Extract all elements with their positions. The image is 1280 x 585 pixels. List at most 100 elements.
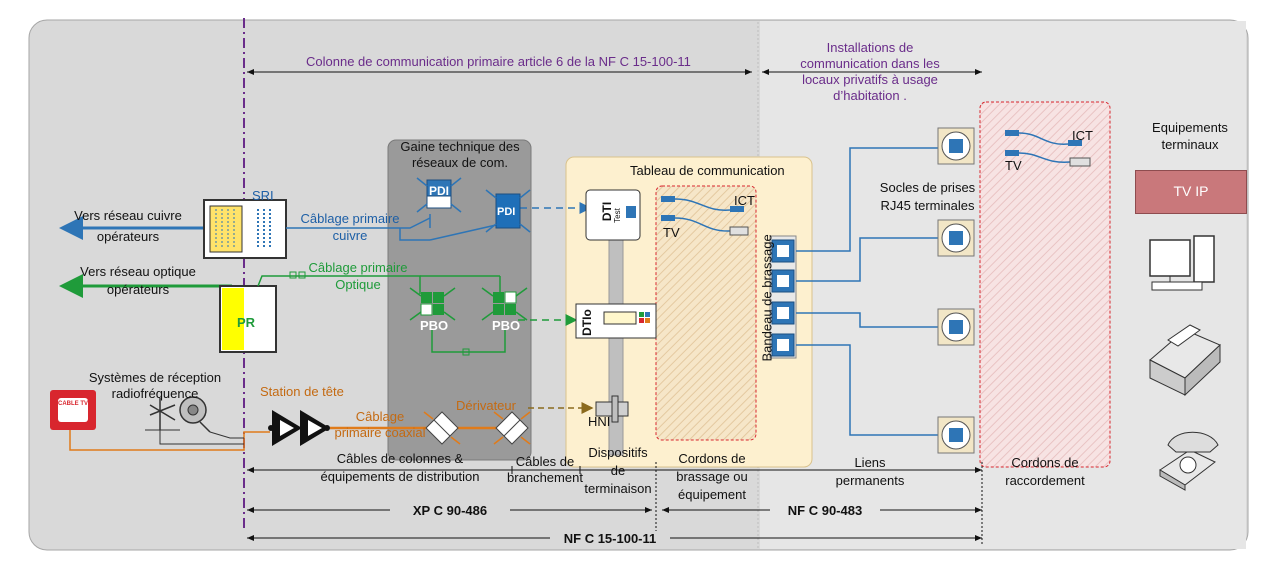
systemes-label-1: Systèmes de réception (88, 370, 222, 385)
tableau-label: Tableau de communication (630, 163, 785, 178)
rj45-socket-1 (937, 127, 975, 165)
patch-ports (771, 239, 795, 357)
antenna-icon (145, 398, 180, 431)
cordons-brassage-label-2: brassage ou (676, 469, 748, 484)
sri-blue-grid (257, 209, 271, 249)
vers-cuivre-label-1: Vers réseau cuivre (74, 208, 182, 223)
raccordement-zone (979, 101, 1111, 468)
printer-icon (1149, 324, 1221, 397)
pbo-arrows (409, 287, 528, 321)
cablage-optique-label-2: Optique (335, 277, 381, 292)
dti-box (585, 189, 641, 241)
equipements-label-2: terminaux (1161, 137, 1219, 152)
pbo-block-2 (493, 291, 517, 315)
rj45-socket-3 (937, 308, 975, 346)
cordons-brassage-label-1: Cordons de (678, 451, 746, 466)
installations-label-4: d’habitation . (833, 88, 907, 103)
pdi-label-2: PDI (497, 206, 516, 218)
raccord-tv-cord (1005, 150, 1091, 167)
pr-label: PR (237, 315, 256, 330)
installations-label-2: communication dans les (800, 56, 940, 71)
hni-label: HNI (588, 414, 611, 429)
gaine-label-2: réseaux de com. (411, 155, 509, 170)
dtio-label: DTIo (579, 309, 594, 336)
pdi-block-1-base (426, 195, 452, 209)
colonne-label: Colonne de communication primaire articl… (306, 54, 691, 69)
installations-label-3: locaux privatifs à usage (802, 72, 938, 87)
liens-label-2: permanents (835, 473, 905, 488)
coaxial-label-2: primaire coaxial (334, 425, 426, 440)
pdi-block-2 (495, 193, 521, 229)
permanent-links (796, 147, 938, 436)
tv-label-raccord: TV (1005, 158, 1022, 173)
pr-yellow (222, 288, 244, 350)
dti-port (626, 206, 636, 218)
cordons-brassage-label-3: équipement (678, 487, 746, 502)
ict-cord (661, 196, 744, 212)
ict-label-raccord: ICT (1072, 128, 1093, 143)
amplifier-2-mark (308, 420, 322, 436)
telephone-icon (1159, 431, 1219, 491)
dtio-led-4 (645, 318, 650, 323)
cables-colonnes-label-2: équipements de distribution (320, 469, 480, 484)
dtio-led-1 (639, 312, 644, 317)
socles-label-1: Socles de prises (879, 180, 976, 195)
socles-label-2: RJ45 terminales (880, 198, 975, 213)
amp-in-node (268, 425, 274, 431)
derivateur-2-mark (503, 419, 521, 437)
sri-yellow-grid (215, 209, 235, 249)
vers-optique-label-2: opérateurs (106, 282, 170, 297)
dispositifs-label-3: terminaison (584, 481, 652, 496)
coaxial-label-1: Câblage (355, 409, 405, 424)
fiber-splice-2 (298, 271, 306, 279)
dtio-led-3 (639, 318, 644, 323)
fiber-splice-3 (462, 348, 470, 356)
nf-c-90-483-label: NF C 90-483 (770, 503, 880, 518)
rj45-socket-4 (937, 416, 975, 454)
gaine-label-1: Gaine technique des (400, 139, 520, 154)
liens-label-1: Liens (854, 455, 886, 470)
dti-test-label: Test (612, 208, 622, 223)
tv-ip-screen: TV IP (1135, 170, 1247, 214)
equipements-label-1: Equipements (1152, 120, 1228, 135)
pdi-label-1: PDI (429, 184, 450, 198)
dtio-slot (603, 311, 637, 325)
cables-branchement-label-2: branchement (507, 470, 583, 485)
amp-out-node (324, 425, 330, 431)
antenna-feed (159, 430, 244, 445)
fiber-cable (257, 275, 421, 294)
pdi-arrows (416, 177, 531, 233)
tv-label-tableau: TV (663, 225, 680, 240)
raccord-ict-cord (1005, 130, 1082, 146)
tv-cord (661, 215, 749, 236)
computer-icon (1149, 235, 1215, 291)
copper-cable-to-pdi (429, 224, 497, 241)
cable-tv-text: CABLE TV (58, 398, 88, 422)
pbo-block-1 (420, 292, 444, 316)
bandeau-label: Bandeau de brassage (759, 234, 775, 362)
dispositifs-label-1: Dispositifs (588, 445, 648, 460)
sri-label: SRI (252, 188, 274, 203)
dtio-led-2 (645, 312, 650, 317)
pbo-label-2: PBO (492, 318, 521, 333)
cordons-raccord-label-1: Cordons de (1011, 455, 1079, 470)
cablage-cuivre-label-2: cuivre (332, 228, 368, 243)
fiber-splice-1 (289, 271, 297, 279)
cables-colonnes-label-1: Câbles de colonnes & (336, 451, 464, 466)
rj45-socket-2 (937, 219, 975, 257)
sri-yellow-block (209, 205, 243, 253)
amplifier-1-mark (280, 420, 294, 436)
dispositifs-label-2: de (610, 463, 626, 478)
cablage-cuivre-label-1: Câblage primaire (300, 211, 400, 226)
pbo-label-1: PBO (420, 318, 449, 333)
cordons-raccord-label-2: raccordement (1005, 473, 1085, 488)
cables-branchement-label-1: Câbles de (515, 454, 575, 469)
copper-cable-branch (399, 228, 430, 241)
vers-cuivre-label-2: opérateurs (96, 229, 160, 244)
cable-tv-logo: CABLE TV (50, 390, 96, 430)
station-label: Station de tête (260, 384, 344, 399)
cablage-optique-label-1: Câblage primaire (308, 260, 408, 275)
xp-c-90-486-label: XP C 90-486 (390, 503, 510, 518)
systemes-label-2: radiofréquence (111, 386, 199, 401)
